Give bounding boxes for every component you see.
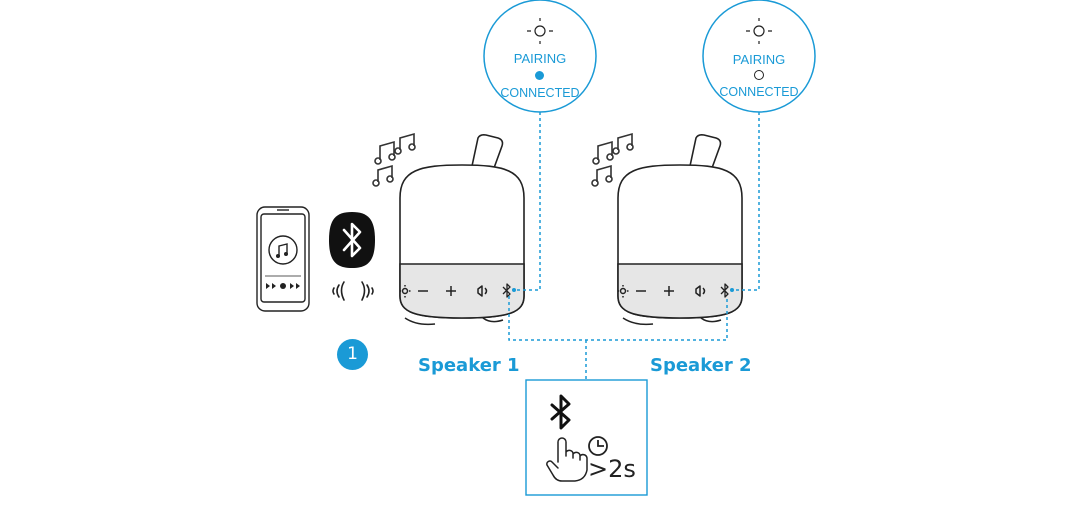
press-duration-label: >2s [588,455,636,483]
speaker-2 [617,134,743,326]
speaker-2-label: Speaker 2 [650,355,752,376]
music-notes-icon [591,132,634,187]
speaker-1 [399,134,525,326]
light-icon [617,285,629,298]
pairing-label: PAIRING [513,51,567,66]
status-indicator-filled [535,71,544,80]
connected-label: CONNECTED [719,85,799,99]
bluetooth-icon [502,283,511,298]
connector-dot [512,288,516,292]
finger-press-icon [546,437,588,482]
light-icon [399,285,411,298]
instruction-box [525,379,648,496]
connector-dot [730,288,734,292]
pairing-label: PAIRING [732,52,786,67]
connector-lines [508,112,760,380]
step-number-badge: 1 [337,339,368,370]
speaker-1-label: Speaker 1 [418,355,520,376]
control-panel [399,283,511,298]
bluetooth-badge-icon [329,212,375,268]
clock-icon [588,436,608,456]
plus-icon [446,286,456,296]
bluetooth-icon [550,394,571,430]
status-indicator-hollow [754,70,764,80]
led-icon [746,18,772,44]
signal-waves-icon [332,281,374,301]
party-mode-icon [695,285,706,297]
control-panel [617,283,729,298]
party-mode-icon [477,285,488,297]
connected-label: CONNECTED [500,86,580,100]
led-icon [527,18,553,44]
plus-icon [664,286,674,296]
music-notes-icon [372,132,416,187]
smartphone-icon [256,206,310,312]
bluetooth-icon [720,283,729,298]
